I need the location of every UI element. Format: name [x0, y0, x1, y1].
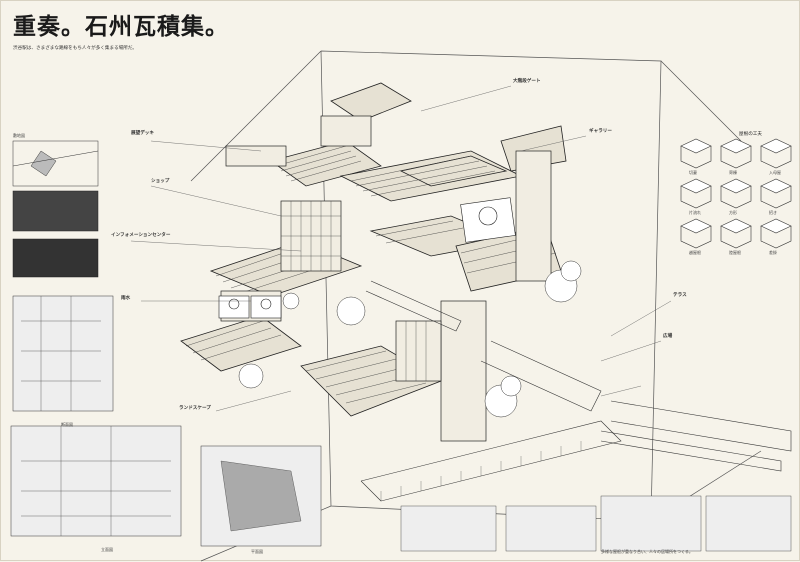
caption-plan: 平面図 [251, 549, 263, 554]
legend-item: 入母屋 [769, 170, 781, 175]
legend-item: 差掛 [769, 250, 777, 255]
label-shop: ショップ [151, 179, 170, 184]
tokyo-sign-left [218, 295, 250, 319]
vignette-1 [400, 505, 497, 552]
tokyo-sign-roof [460, 197, 516, 243]
label-terrace: テラス [673, 293, 687, 298]
label-main-entrance: 大階段ゲート [513, 79, 541, 84]
legend-item: 越屋根 [689, 250, 701, 255]
label-plaza: 広場 [663, 334, 673, 339]
caption-bottom-note: 多様な屋根が重なり合い、人々の居場所をつくる。 [601, 549, 693, 554]
caption-site: 敷地図 [13, 133, 25, 138]
vignette-2 [505, 505, 597, 552]
label-rainwater: 雨水 [121, 296, 131, 301]
intro-text: 渋谷駅は、さまざまな路線をもち人々が多く集まる場所だ。 [13, 46, 137, 51]
legend-item: 方形 [729, 210, 737, 215]
label-observation: 展望デッキ [131, 131, 154, 136]
caption-elevation: 立面図 [101, 547, 113, 552]
caption-section: 断面図 [61, 422, 73, 427]
legend-item: 寄棟 [729, 170, 737, 175]
photo-night [12, 238, 99, 278]
section-drawing-bottom [10, 425, 182, 537]
photo-street [12, 190, 99, 232]
section-drawing-top [12, 295, 114, 412]
tokyo-sign-right [250, 295, 282, 319]
vignette-4 [705, 495, 792, 552]
legend-item: 招き [769, 210, 777, 215]
roof-legend-title: 屋根の工夫 [739, 132, 762, 137]
label-landscape: ランドスケープ [179, 406, 211, 411]
label-info: インフォメーションセンター [111, 233, 171, 238]
vignette-3 [600, 495, 702, 552]
roof-legend-icons [680, 138, 792, 249]
poster-title: 重奏。石州瓦積集。 [13, 13, 229, 40]
legend-item: 陸屋根 [729, 250, 741, 255]
site-map [12, 140, 99, 187]
label-gallery: ギャラリー [589, 129, 612, 134]
legend-item: 切妻 [689, 170, 697, 175]
legend-item: 片流れ [689, 210, 701, 215]
